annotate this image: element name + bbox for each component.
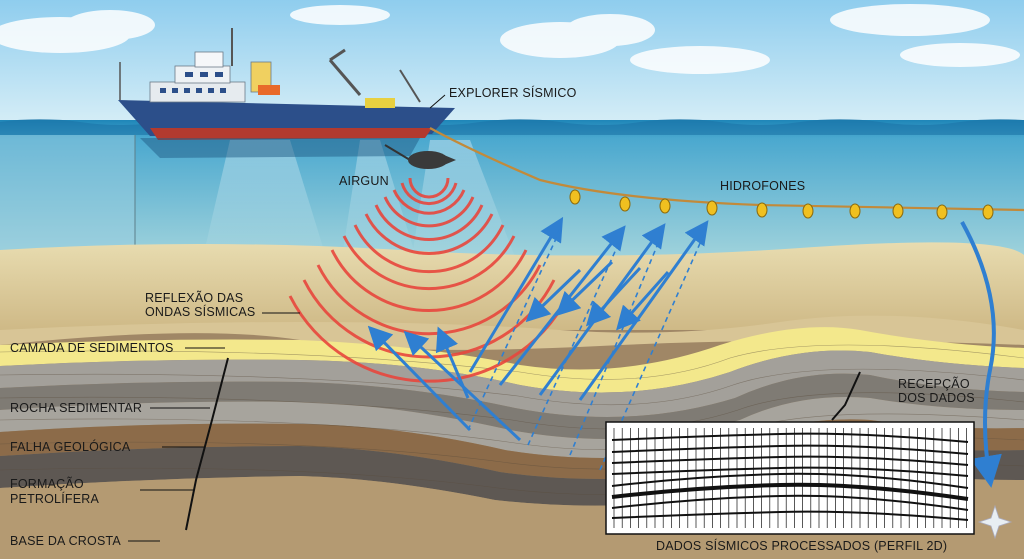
arrow-icon	[578, 220, 709, 401]
clouds	[0, 4, 1020, 74]
wave-arc-icon	[364, 213, 494, 255]
crust-label: BASE DA CROSTA	[10, 534, 121, 548]
seismic-reflector	[611, 455, 969, 466]
arrow-icon	[435, 326, 470, 399]
water-cutaway	[0, 135, 135, 250]
ship-label: EXPLORER SÍSMICO	[449, 86, 577, 100]
wave-arc-icon	[342, 235, 516, 291]
hydrophones-label: HIDROFONES	[720, 179, 806, 193]
reflection-rays	[367, 216, 709, 442]
seismic-reflector	[611, 444, 969, 455]
wave-arc-icon	[400, 182, 458, 206]
hydrophone-icon	[569, 189, 581, 205]
arrow-icon	[468, 216, 564, 373]
arrow-icon	[616, 271, 670, 331]
hydrophone-icon	[849, 203, 861, 219]
airgun-label: AIRGUN	[339, 174, 389, 188]
fault-right	[831, 371, 861, 421]
arrow-icon	[367, 325, 472, 432]
hydrophone-icon	[706, 200, 718, 216]
hydrophone-icon	[756, 202, 768, 218]
panel-title: DADOS SÍSMICOS PROCESSADOS (PERFIL 2D)	[656, 539, 948, 553]
arrow-icon	[525, 268, 582, 323]
formation-label-line1: FORMAÇÃO	[10, 477, 84, 491]
seismic-reflector	[611, 472, 969, 489]
wave-arc-icon	[383, 196, 475, 228]
seismic-reflector	[611, 482, 969, 501]
reflection-rays-dashed	[467, 229, 706, 471]
reflection-label-line2: ONDAS SÍSMICAS	[145, 305, 256, 319]
hydrophone-icon	[659, 198, 671, 214]
formation-label-line2: PETROLÍFERA	[10, 492, 100, 506]
ship-icon	[118, 28, 455, 140]
arrow-icon	[585, 266, 642, 327]
hydrophone-icon	[802, 203, 814, 219]
seismic-reflector	[611, 466, 969, 477]
reception-arrow	[960, 221, 1002, 488]
seismic-reflector	[611, 432, 969, 443]
seismic-reflector	[611, 510, 969, 521]
sparkle-icon	[977, 504, 1013, 540]
reception-label-line1: RECEPÇÃO	[898, 377, 970, 391]
wave-arc-icon	[392, 189, 466, 215]
reception-label-line2: DOS DADOS	[898, 391, 975, 405]
reflection-label-line1: REFLEXÃO DAS	[145, 291, 244, 305]
wave-arc-icon	[408, 177, 450, 199]
hydrophone-icon	[619, 196, 631, 212]
seismic-reflector	[611, 494, 969, 511]
wave-arc-icon	[330, 249, 528, 313]
leader-lines	[128, 94, 446, 542]
fault-left	[185, 357, 229, 531]
hydrophone-icon	[982, 204, 994, 220]
fault-label: FALHA GEOLÓGICA	[10, 440, 131, 454]
faults	[185, 357, 861, 531]
wave-arc-icon	[374, 204, 484, 241]
layer-rock-label: ROCHA SEDIMENTAR	[10, 401, 143, 415]
streamer-cable	[429, 127, 1024, 212]
seafloor	[0, 242, 1024, 335]
layer-sediments-label: CAMADA DE SEDIMENTOS	[10, 341, 174, 355]
arrow-icon	[555, 260, 614, 317]
hydrophone-icon	[936, 204, 948, 220]
seismic-panel	[605, 421, 975, 535]
wave-arc-icon	[353, 224, 505, 274]
hydrophone-icon	[892, 203, 904, 219]
hydrophones	[569, 189, 994, 220]
airgun-icon	[384, 144, 456, 169]
ship-hull-underwater	[140, 138, 420, 158]
